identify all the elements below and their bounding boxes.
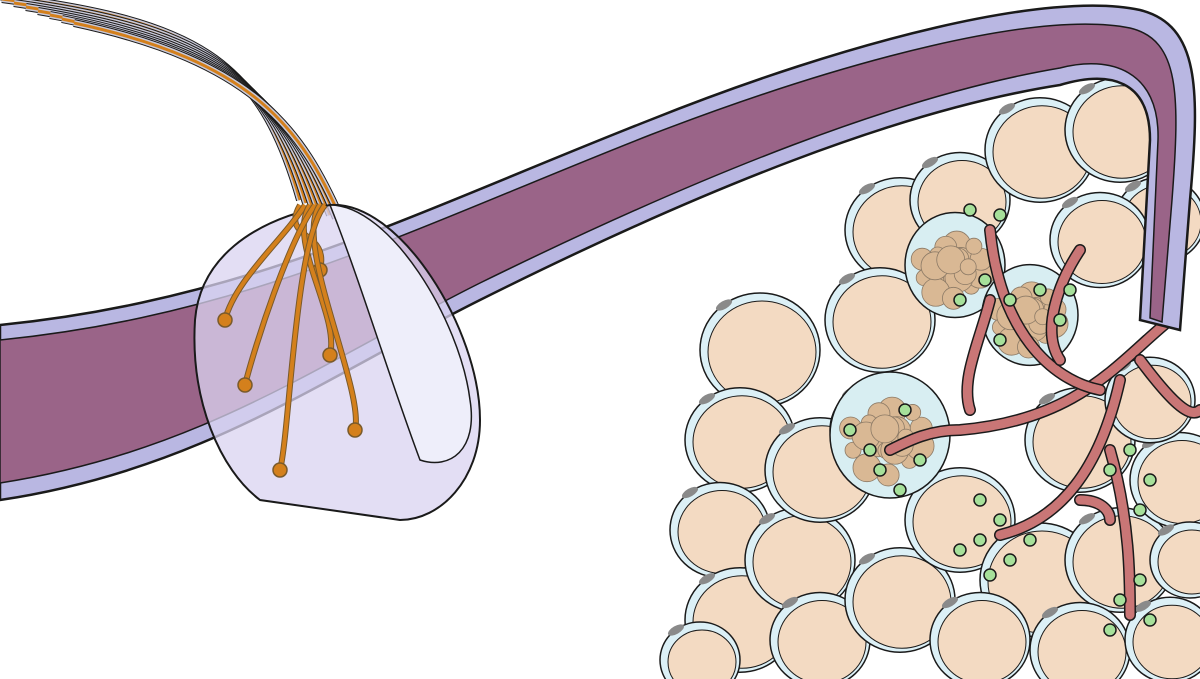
vesicle [893, 483, 907, 497]
nucleus-icon [838, 273, 856, 285]
nucleus-icon [698, 573, 716, 585]
electrode-lead-wires [0, 0, 346, 223]
nucleus-icon [715, 299, 733, 311]
lipid-droplet [965, 237, 983, 255]
adipocyte-lipid [937, 600, 1027, 679]
vesicle [913, 453, 927, 467]
vesicle [978, 273, 992, 287]
nucleus-icon [1038, 393, 1056, 405]
vesicle [983, 568, 997, 582]
blood-vessel-branch [1135, 355, 1200, 417]
electrode-contact [237, 377, 253, 393]
adipocyte-lipid [1157, 529, 1200, 595]
nucleus-icon [941, 596, 959, 609]
nucleus-icon [681, 486, 699, 499]
adipocyte-lipid [667, 629, 737, 679]
vesicle [1033, 283, 1047, 297]
vesicle [1123, 443, 1137, 457]
vesicle [1003, 293, 1017, 307]
vesicle [993, 333, 1007, 347]
electrode-contact [272, 462, 288, 478]
vesicle [1133, 573, 1147, 587]
vesicle [963, 203, 977, 217]
nucleus-icon [921, 156, 939, 169]
vesicle [1063, 283, 1077, 297]
nucleus-icon [1157, 524, 1175, 536]
lead-wire [73, 21, 344, 222]
electrode-contact [347, 422, 363, 438]
vesicle [1103, 623, 1117, 637]
vesicle [1023, 533, 1037, 547]
nucleus-icon [1078, 513, 1096, 525]
vesicle [993, 208, 1007, 222]
cuff-opening [328, 204, 473, 464]
nucleus-icon [858, 553, 876, 565]
vesicle [1133, 503, 1147, 517]
nucleus-icon [781, 596, 799, 609]
vesicle [873, 463, 887, 477]
nucleus-icon [1061, 196, 1079, 209]
electrode-contact [322, 347, 338, 363]
adipocyte-lipid [707, 300, 817, 404]
nucleus-icon [667, 624, 685, 636]
electrode-contact [217, 312, 233, 328]
electrode-trace [243, 203, 317, 386]
cuff-electrode [193, 203, 482, 522]
nucleus-icon [1134, 600, 1152, 612]
nucleus-icon [1078, 83, 1096, 95]
vesicle [863, 443, 877, 457]
vesicle [898, 403, 912, 417]
blood-vessel-branch [1105, 445, 1135, 620]
vesicle [953, 293, 967, 307]
lipid-droplet [870, 414, 900, 444]
blood-vessel-branch [995, 375, 1125, 540]
vesicle [1053, 313, 1067, 327]
blood-vessel-branch [962, 295, 995, 415]
vesicle [1003, 553, 1017, 567]
blood-vessel-branch [985, 225, 1105, 395]
vesicle [953, 543, 967, 557]
vesicle [973, 493, 987, 507]
blood-vessel-branch [885, 315, 1175, 455]
electrode-trace [278, 203, 327, 471]
nucleus-icon [998, 103, 1016, 115]
vesicle [973, 533, 987, 547]
vesicle [1143, 613, 1157, 627]
electrode-trace [223, 203, 307, 321]
blood-vessel-branch [1075, 495, 1115, 525]
vesicle [1113, 593, 1127, 607]
vesicle [1103, 463, 1117, 477]
adipose-tissue [659, 77, 1200, 679]
vesicle [993, 513, 1007, 527]
lipid-droplet [959, 258, 977, 276]
blood-vessel-branch [1047, 245, 1085, 365]
adipocyte-lipid [832, 275, 932, 369]
nucleus-icon [858, 183, 876, 195]
nucleus-icon [758, 513, 776, 525]
nucleus-icon [778, 423, 796, 435]
nucleus-icon [1041, 606, 1059, 619]
nucleus-icon [698, 393, 716, 405]
nucleus-icon [1124, 180, 1142, 192]
vesicle [843, 423, 857, 437]
vesicle [1143, 473, 1157, 487]
